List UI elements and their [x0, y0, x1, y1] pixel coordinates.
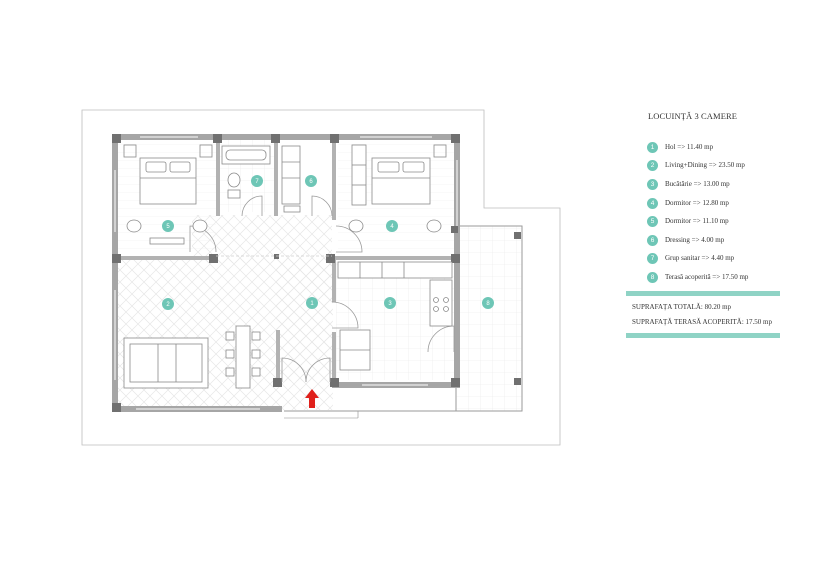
legend-badge: 5 [647, 215, 658, 227]
legend-label: Living+Dining => 23.50 mp [665, 161, 745, 169]
legend-badge: 1 [647, 141, 658, 153]
legend-badge: 8 [647, 271, 658, 283]
bedroom-right-furniture [348, 144, 447, 233]
legend-item: 1 Hol => 11.40 mp [647, 140, 713, 154]
legend-badge: 4 [647, 197, 658, 209]
room-marker-3: 3 [384, 297, 396, 309]
svg-text:5: 5 [166, 224, 170, 230]
legend-item: 6 Dressing => 4.00 mp [647, 233, 724, 247]
legend-badge: 7 [647, 252, 658, 264]
entrance-arrow [305, 389, 319, 408]
legend-label: Dormitor => 11.10 mp [665, 217, 729, 225]
legend-label: Bucătărie => 13.00 mp [665, 180, 730, 188]
legend-badge: 3 [647, 178, 658, 190]
svg-text:2: 2 [166, 302, 170, 308]
svg-text:8: 8 [486, 301, 490, 307]
kitchen-furniture [337, 261, 453, 371]
room-marker-5: 5 [162, 220, 174, 232]
legend-item: 7 Grup sanitar => 4.40 mp [647, 251, 734, 265]
pillars [112, 134, 521, 412]
legend-item: 8 Terasă acoperită => 17.50 mp [647, 270, 748, 284]
site-boundary [81, 109, 561, 446]
bedroom-left-furniture [123, 144, 213, 245]
floor-terrace [456, 226, 522, 411]
legend-item: 4 Dormitor => 12.80 mp [647, 196, 729, 210]
living-furniture [123, 325, 261, 389]
terrace-area: SUPRAFAȚĂ TERASĂ ACOPERITĂ: 17.50 mp [632, 318, 772, 326]
svg-text:4: 4 [390, 224, 394, 230]
svg-text:6: 6 [309, 179, 313, 185]
doors [189, 195, 455, 383]
room-marker-6: 6 [305, 175, 317, 187]
legend-label: Dressing => 4.00 mp [665, 236, 725, 244]
legend-label: Hol => 11.40 mp [665, 143, 714, 151]
room-markers: 1 2 3 4 5 6 7 8 [162, 175, 494, 310]
svg-text:3: 3 [388, 301, 392, 307]
legend-label: Grup sanitar => 4.40 mp [665, 254, 735, 262]
legend-divider-bottom [626, 333, 780, 338]
room-marker-4: 4 [386, 220, 398, 232]
floor-hall-lower [276, 263, 332, 381]
legend-badge: 2 [647, 159, 658, 171]
room-marker-7: 7 [251, 175, 263, 187]
legend-item: 3 Bucătărie => 13.00 mp [647, 177, 730, 191]
legend-title: LOCUINȚĂ 3 CAMERE [648, 111, 738, 121]
total-area: SUPRAFAȚA TOTALĂ: 80.20 mp [632, 303, 732, 311]
inner-walls [118, 140, 454, 386]
bathroom-fixtures [221, 145, 301, 213]
legend-divider-top [626, 291, 780, 296]
legend-item: 5 Dormitor => 11.10 mp [647, 214, 729, 228]
room-marker-8: 8 [482, 297, 494, 309]
room-marker-2: 2 [162, 298, 174, 310]
legend-badge: 6 [647, 234, 658, 246]
svg-text:1: 1 [310, 301, 314, 307]
room-marker-1: 1 [306, 297, 318, 309]
legend-item: 2 Living+Dining => 23.50 mp [647, 158, 745, 172]
legend-label: Terasă acoperită => 17.50 mp [665, 273, 749, 281]
legend-label: Dormitor => 12.80 mp [665, 199, 729, 207]
svg-text:7: 7 [255, 179, 259, 185]
